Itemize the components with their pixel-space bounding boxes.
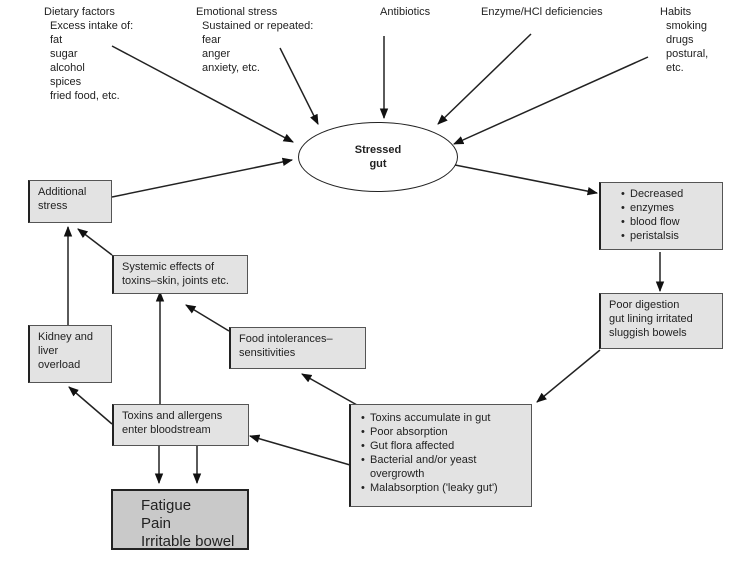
arrow-dietary-to-gut [111, 45, 294, 143]
cause-line: anger [202, 48, 231, 60]
box-bullet: Gut flora affected [361, 439, 523, 453]
cause-line: sugar [50, 48, 78, 60]
arrow-enzyme-to-gut [437, 33, 532, 125]
cause-line: alcohol [50, 62, 85, 74]
cause-habits: Habits smoking drugs postural, etc. [660, 5, 708, 75]
center-line: Stressed [354, 144, 402, 156]
cause-line: etc. [666, 62, 684, 74]
cause-line: fried food, etc. [50, 90, 120, 102]
box-line: Additional [38, 186, 87, 198]
systemic-effects-box: Systemic effects of toxins–skin, joints … [112, 255, 248, 294]
arrow-additional-to-gut [111, 157, 294, 198]
box-line: toxins–skin, joints etc. [122, 275, 229, 287]
box-line: Systemic effects of [122, 261, 215, 273]
box-line: overload [38, 359, 81, 371]
arrow-habits-to-gut [453, 56, 649, 145]
gut-effects-box: Toxins accumulate in gut Poor absorption… [349, 404, 532, 507]
arrow-food-to-systemic [185, 304, 230, 332]
arrow-systemic-to-additional [77, 228, 113, 256]
cause-title: Dietary factors [44, 6, 115, 18]
cause-line: Excess intake of: [50, 20, 134, 32]
decreased-box: Decreased enzymes blood flow peristalsis [599, 182, 723, 250]
poor-digestion-box: Poor digestion gut lining irritated slug… [599, 293, 723, 349]
box-line: gut lining irritated [609, 313, 693, 325]
box-line: sluggish bowels [609, 327, 687, 339]
cause-line: postural, [666, 48, 709, 60]
arrow-emotional-to-gut [279, 47, 319, 125]
kidney-liver-box: Kidney and liver overload [28, 325, 112, 383]
cause-line: anxiety, etc. [202, 62, 260, 74]
box-line: Poor digestion [609, 299, 680, 311]
cause-title: Habits [660, 6, 692, 18]
cause-line: smoking [666, 20, 707, 32]
center-line: gut [369, 158, 387, 170]
box-line: Toxins and allergens [122, 410, 223, 422]
cause-title: Emotional stress [196, 6, 278, 18]
box-bullet: Poor absorption [361, 425, 523, 439]
box-line: stress [38, 200, 68, 212]
cause-antibiotics: Antibiotics [380, 5, 430, 19]
arrow-gut-effects-to-toxins [248, 434, 358, 468]
box-bullet: Toxins accumulate in gut [361, 411, 523, 425]
symptom-line: Pain [141, 515, 172, 532]
cause-line: spices [50, 76, 82, 88]
cause-line: drugs [666, 34, 694, 46]
arrow-poor-to-gut-effects [536, 349, 601, 403]
cause-title: Antibiotics [380, 6, 431, 18]
box-bullet: enzymes [621, 201, 714, 215]
symptom-line: Irritable bowel [141, 533, 235, 550]
stressed-gut-node: Stressed gut [298, 122, 458, 192]
box-bullet-continuation: overgrowth [370, 468, 425, 480]
food-intolerances-box: Food intolerances– sensitivities [229, 327, 366, 369]
cause-line: fat [50, 34, 63, 46]
cause-title: Enzyme/HCl deficiencies [481, 6, 603, 18]
cause-emotional: Emotional stress Sustained or repeated: … [196, 5, 313, 75]
box-line: sensitivities [239, 347, 296, 359]
box-line: enter bloodstream [122, 424, 211, 436]
cause-line: fear [202, 34, 221, 46]
cause-dietary: Dietary factors Excess intake of: fat su… [44, 5, 133, 103]
additional-stress-box: Additional stress [28, 180, 112, 223]
box-bullet: blood flow [621, 215, 714, 229]
arrow-toxins-to-kidney [68, 386, 113, 425]
box-bullet: Malabsorption ('leaky gut') [361, 481, 523, 495]
box-bullet: Bacterial and/or yeast [361, 453, 523, 467]
box-bullet: peristalsis [621, 229, 714, 243]
box-line: Food intolerances– [239, 333, 333, 345]
symptom-line: Fatigue [141, 497, 192, 514]
cause-line: Sustained or repeated: [202, 20, 314, 32]
arrow-gut-to-decreased [454, 164, 599, 196]
box-line: Kidney and [38, 331, 94, 343]
arrow-gut-effects-to-food [301, 373, 358, 406]
box-title: Decreased [621, 187, 714, 201]
toxins-bloodstream-box: Toxins and allergens enter bloodstream [112, 404, 249, 446]
symptoms-box: Fatigue Pain Irritable bowel [111, 489, 249, 550]
cause-enzyme: Enzyme/HCl deficiencies [481, 5, 603, 19]
box-line: liver [38, 345, 59, 357]
